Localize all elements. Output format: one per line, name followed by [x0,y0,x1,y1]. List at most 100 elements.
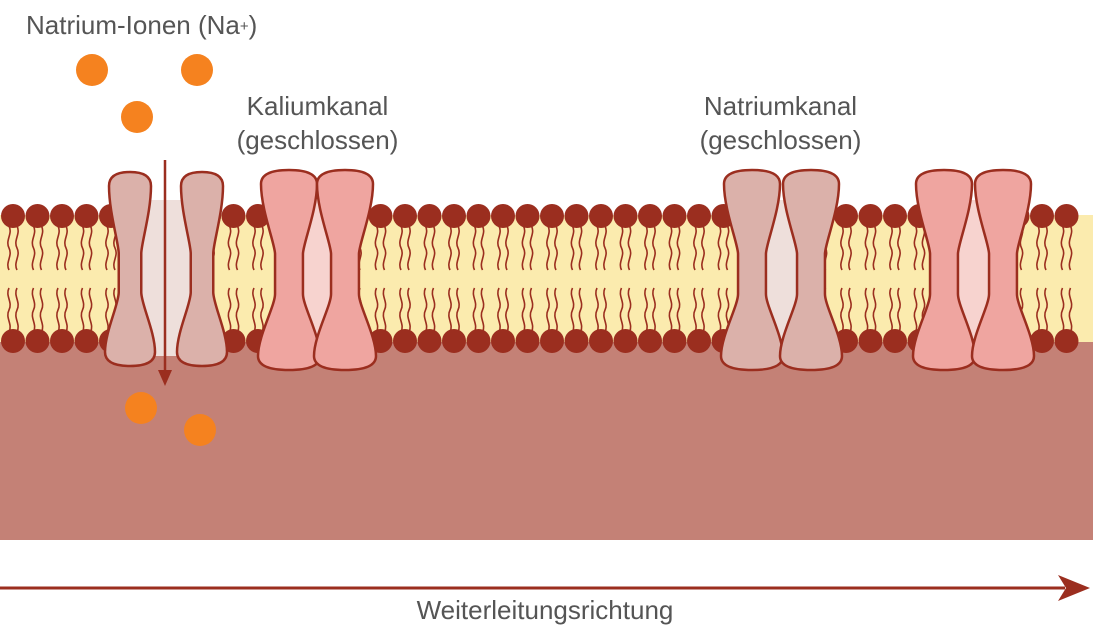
lipid-tail [382,287,387,333]
lipid-tail [480,287,485,333]
lipid-tail [652,225,656,271]
lipid-head [393,329,417,353]
lipid-tail [529,287,534,333]
lipid-tail [725,225,730,271]
lipid-tail [227,225,232,271]
lipid-head [442,329,466,353]
lipid-head [834,204,858,228]
lipid-tail [864,225,869,271]
lipid-tail [864,287,869,333]
lipid-tail [227,287,232,333]
lipid-tail [1060,225,1065,271]
channels [103,168,1036,372]
lipid-tail [578,225,583,271]
lipid-tail [619,287,624,333]
lipid-tail [382,225,387,271]
lipid-tail [480,225,485,271]
lipid-tail [1060,287,1065,333]
lipid-tail [423,225,428,271]
lipid-tail [840,225,844,271]
lipid-head [638,329,662,353]
lipid-head [25,329,50,353]
lipid-tail [578,287,583,333]
lipid-head [1030,329,1054,353]
lipid-tail [260,225,264,271]
lipid-tail [431,287,436,333]
lipid-head [613,329,638,353]
lipid-tail [31,287,36,333]
lipid-tail [546,225,550,271]
lipid-tail [848,287,852,333]
lipid-head [50,204,74,228]
lipid-head [515,329,540,353]
lipid-head [662,204,687,228]
lipid-tail [717,225,722,271]
lipid-tail [521,287,526,333]
lipid-tail [889,225,893,271]
lipid-head [466,329,491,353]
lipid-head [858,329,883,353]
lipid-tail [693,287,697,333]
lipid-tail [399,225,403,271]
lipid-tail [423,287,428,333]
lipid-tail [603,225,607,271]
lipid-head [1030,204,1054,228]
lipid-tail [472,225,477,271]
lipid-tail [374,287,379,333]
sodium-channel-label: Natriumkanal (geschlossen) [699,91,862,155]
lipid-head [74,204,99,228]
lipid-tail [56,225,60,271]
lipid-tail [1036,287,1040,333]
channel-subunit [175,170,229,368]
lipid-tail [15,225,19,271]
lipid-tail [374,225,379,271]
lipid-head [858,204,883,228]
lipid-head [1054,329,1079,353]
lipid-tail [252,287,256,333]
lipid-tail [840,287,844,333]
lipid-tail [505,225,509,271]
lipid-head [589,329,613,353]
lipid-tail [88,287,93,333]
lipid-head [883,329,907,353]
lipid-tail [701,225,705,271]
lipid-tail [1068,225,1073,271]
lipid-head [564,204,589,228]
lipid-tail [80,225,85,271]
lipid-tail [56,287,60,333]
lipid-tail [627,225,632,271]
lipid-head [50,329,74,353]
lipid-tail [676,287,681,333]
lipid-tail [668,287,673,333]
lipid-tail [1044,287,1048,333]
lipid-tail [7,287,11,333]
lipid-head [687,204,711,228]
lipid-tail [693,225,697,271]
lipid-tail [701,287,705,333]
lipid-tail [1036,225,1040,271]
lipid-tail [448,287,452,333]
direction-label: Weiterleitungsrichtung [416,595,674,625]
lipid-tail [595,287,599,333]
lipid-tail [529,225,534,271]
lipid-head [638,204,662,228]
lipid-tail [64,225,68,271]
lipid-tail [260,287,264,333]
lipid-tail [913,225,918,271]
lipid-head [883,204,907,228]
lipid-tail [64,287,68,333]
lipid-tail [668,225,673,271]
lipid-head [1054,204,1079,228]
lipid-tail [676,225,681,271]
lipid-tail [889,287,893,333]
channel-subunit [103,170,157,368]
sodium-ion [184,414,216,446]
lipid-tail [399,287,403,333]
lipid-tail [603,287,607,333]
lipid-head [662,329,687,353]
lipid-tail [619,225,624,271]
lipid-head [466,204,491,228]
lipid-head [491,329,515,353]
cytoplasm [0,340,1093,540]
